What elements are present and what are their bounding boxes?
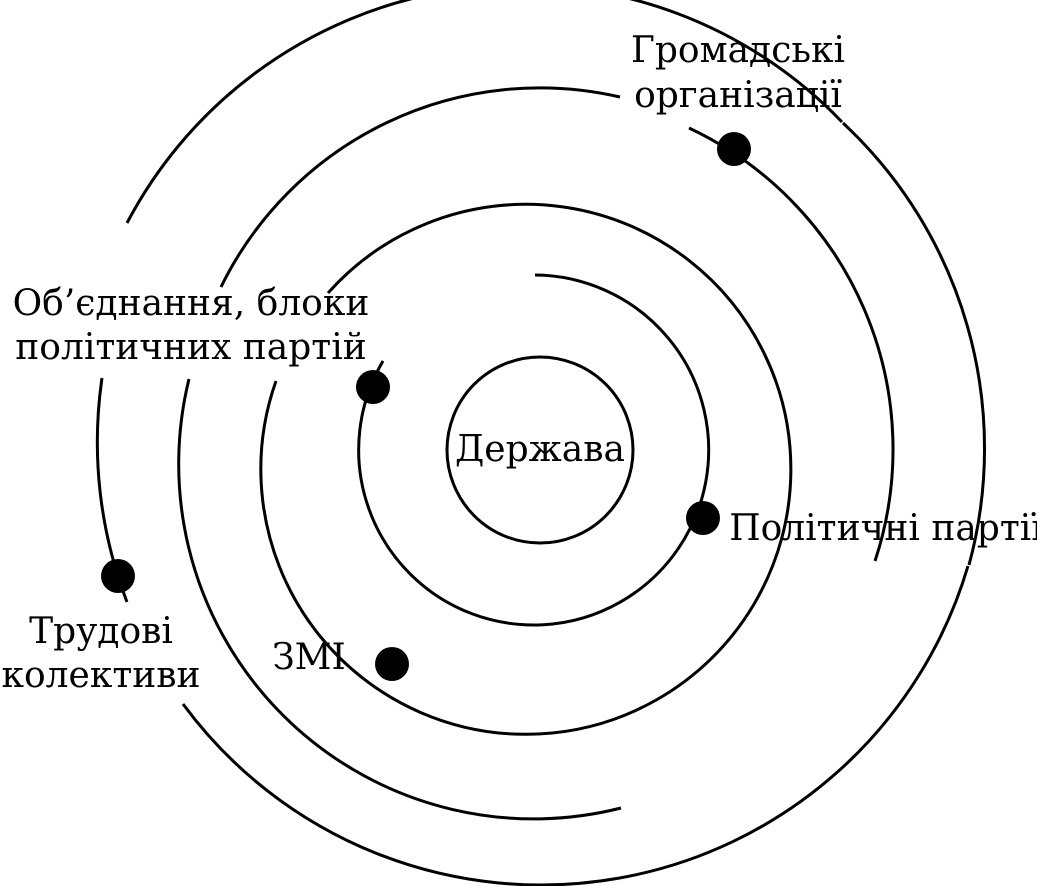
- label-obiednannia-line2: політичних партій: [15, 327, 366, 368]
- ring-4: [688, 126, 895, 562]
- ring-center: [445, 355, 635, 545]
- marker-dot-trudovi: [101, 559, 135, 593]
- marker-dot-hromadski: [717, 132, 751, 166]
- label-hromadski-line2: організації: [634, 75, 842, 116]
- label-hromadski-line1: Громадські: [631, 30, 845, 71]
- ring-5: [181, 565, 970, 886]
- center-label: Держава: [455, 429, 625, 470]
- label-zmi: ЗМІ: [272, 637, 346, 678]
- marker-dot-obiednannia: [356, 370, 390, 404]
- ring-2: [357, 273, 711, 627]
- ring-5: [125, 0, 844, 224]
- label-politychni: Політичні партії: [729, 508, 1037, 549]
- label-trudovi-line2: колективи: [1, 655, 200, 696]
- marker-dot-politychni: [686, 501, 720, 535]
- ring-4: [177, 378, 622, 821]
- marker-dot-zmi: [375, 647, 409, 681]
- ring-markers: [101, 132, 751, 681]
- label-trudovi-line1: Трудові: [29, 611, 173, 652]
- ring-5: [841, 121, 987, 566]
- label-obiednannia-line1: Об’єднання, блоки: [13, 283, 370, 324]
- ring-3: [259, 202, 793, 736]
- ring-4: [219, 86, 621, 288]
- rings: [95, 0, 987, 886]
